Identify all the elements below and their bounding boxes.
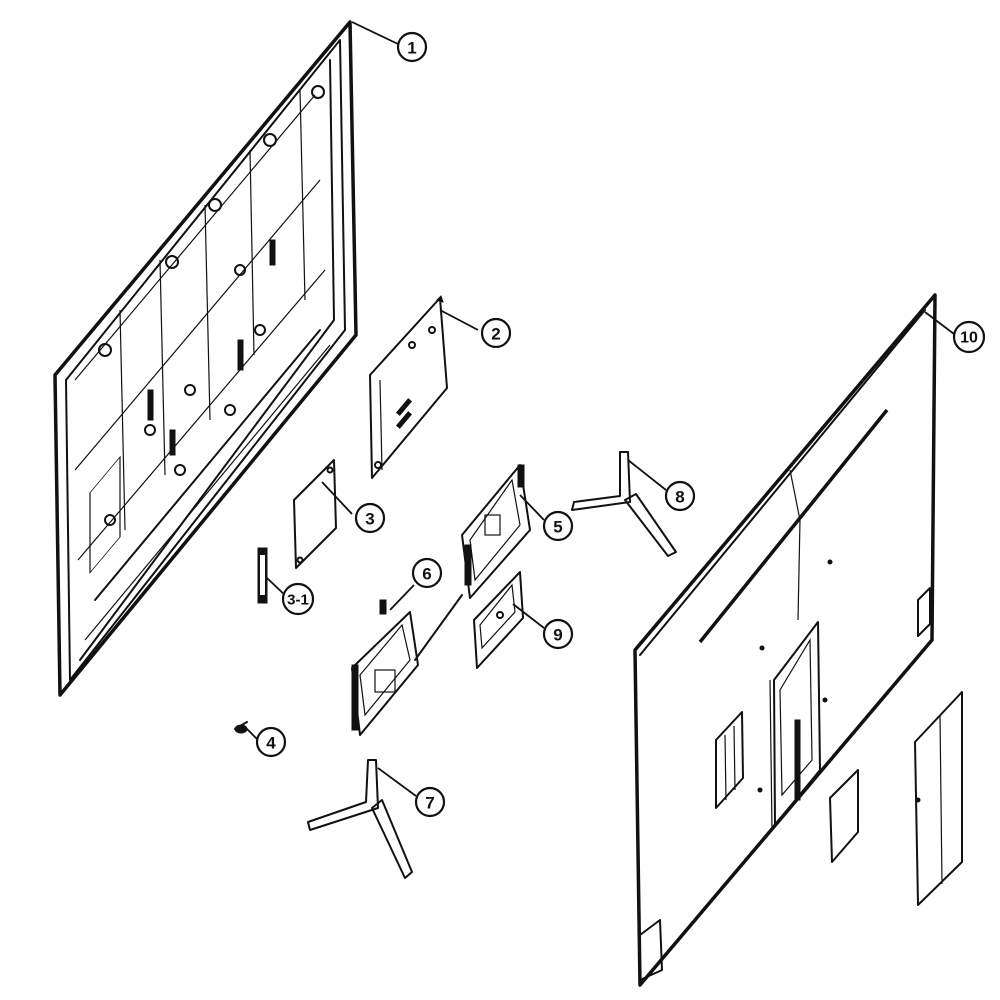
callout-9: 9 [542, 618, 574, 650]
callout-1: 1 [396, 31, 428, 63]
part-6-connector-board [351, 594, 463, 736]
callout-label: 3-1 [287, 592, 309, 609]
callout-3-1: 3-1 [281, 582, 315, 616]
part-2-main-board [369, 295, 448, 479]
part-3-1-bracket [257, 547, 268, 604]
callout-label: 5 [553, 518, 562, 537]
part-3-small-board [293, 459, 337, 569]
callout-label: 10 [960, 330, 978, 347]
part-4-screw [234, 721, 248, 734]
callout-label: 3 [365, 510, 374, 529]
callout-label: 9 [553, 626, 562, 645]
part-1-panel-frame [53, 20, 358, 697]
callout-6: 6 [411, 557, 443, 589]
part-8-stand-foot [571, 451, 677, 557]
callout-label: 6 [422, 565, 431, 584]
callout-label: 2 [491, 325, 500, 344]
part-10-rear-cover [633, 293, 963, 987]
callout-8: 8 [664, 480, 696, 512]
callout-label: 7 [425, 794, 434, 813]
leader-lines [245, 21, 955, 797]
callout-3: 3 [354, 502, 386, 534]
callout-10: 10 [952, 320, 986, 354]
part-7-stand-foot [307, 759, 413, 879]
part-5-power-board [461, 464, 531, 599]
callout-4: 4 [255, 726, 287, 758]
callout-7: 7 [414, 786, 446, 818]
callout-label: 4 [266, 734, 276, 753]
callout-2: 2 [480, 317, 512, 349]
callout-label: 8 [675, 488, 684, 507]
part-9-small-board [473, 571, 524, 669]
callout-label: 1 [407, 39, 416, 58]
callout-5: 5 [542, 510, 574, 542]
